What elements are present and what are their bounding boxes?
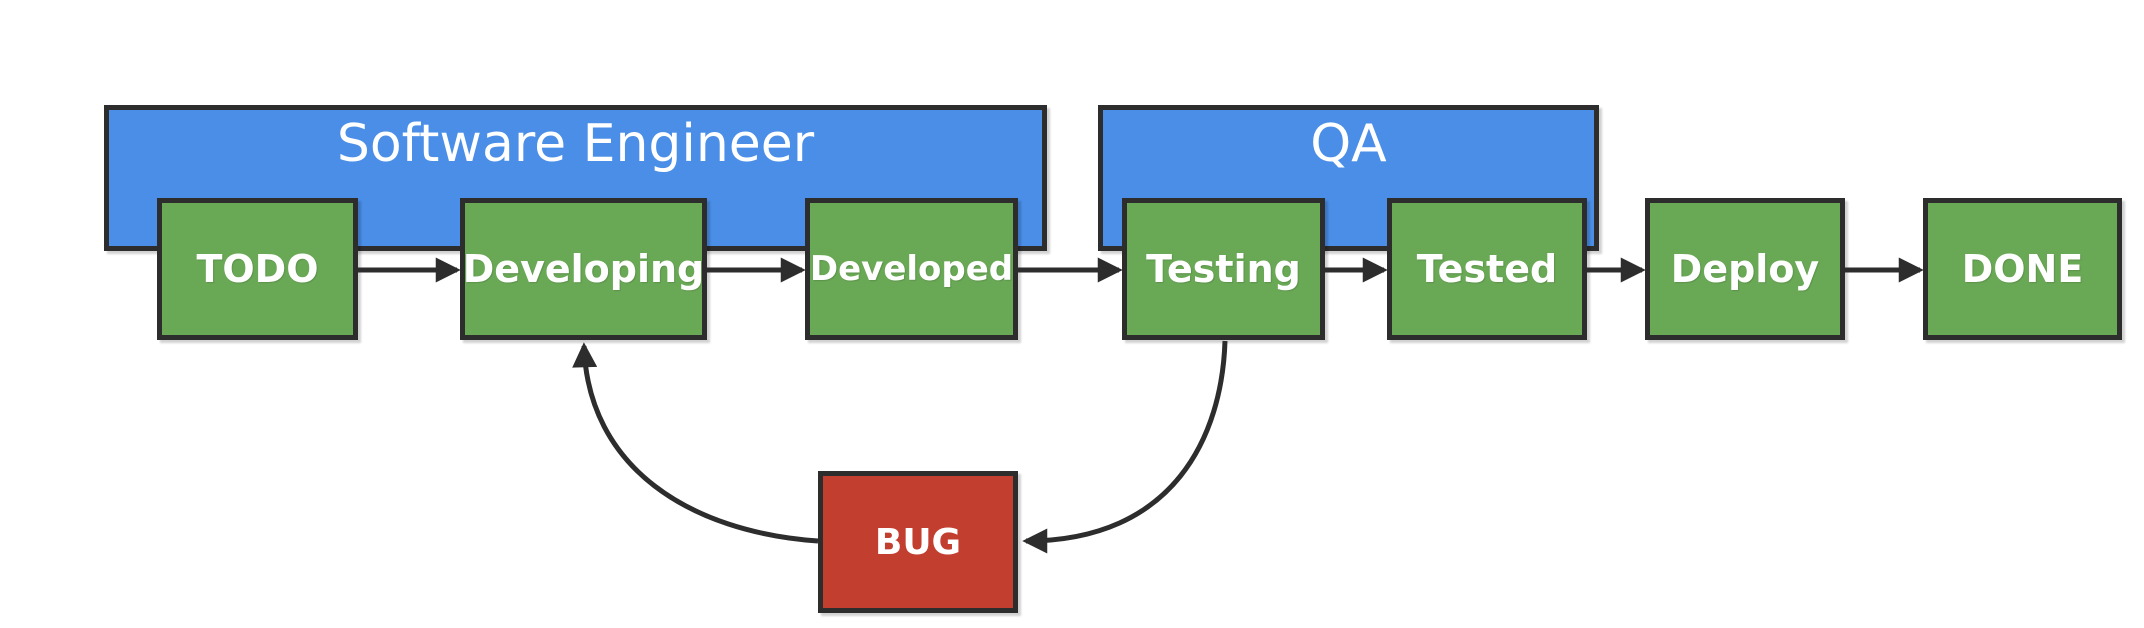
bug-label: BUG	[874, 521, 962, 563]
stage-label-deploy: Deploy	[1670, 247, 1820, 291]
stage-label-developed: Developed	[809, 249, 1014, 289]
stage-label-tested: Tested	[1416, 247, 1558, 291]
stage-label-todo: TODO	[196, 247, 319, 291]
group-label-software-engineer: Software Engineer	[336, 114, 815, 174]
stage-label-done: DONE	[1961, 247, 2084, 291]
stage-box-tested: Tested	[1387, 198, 1587, 340]
arrow-bug-to-developing	[572, 342, 819, 544]
stage-label-developing: Developing	[462, 247, 705, 291]
arrow-testing-to-bug	[1022, 340, 1228, 554]
stage-box-done: DONE	[1923, 198, 2122, 340]
group-label-qa: QA	[1310, 114, 1387, 174]
stage-box-testing: Testing	[1122, 198, 1325, 340]
bug-box: BUG	[818, 471, 1018, 613]
stage-label-testing: Testing	[1146, 247, 1301, 291]
stage-box-developing: Developing	[460, 198, 707, 340]
stage-box-todo: TODO	[157, 198, 358, 340]
stage-box-developed: Developed	[805, 198, 1018, 340]
stage-box-deploy: Deploy	[1645, 198, 1845, 340]
